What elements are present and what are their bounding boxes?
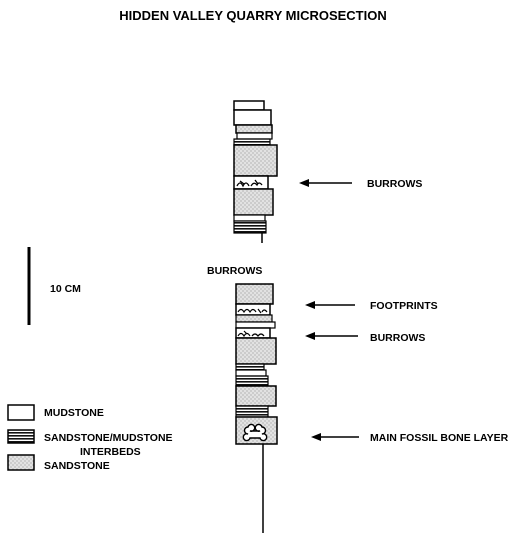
label-burrows-middle: BURROWS xyxy=(207,265,262,277)
legend-label-interbeds-line2: INTERBEDS xyxy=(80,446,141,458)
legend-label-sandstone: SANDSTONE xyxy=(44,460,110,472)
page-title: HIDDEN VALLEY QUARRY MICROSECTION xyxy=(119,8,386,23)
legend-swatch-mudstone xyxy=(8,405,34,420)
lower-column xyxy=(236,284,277,533)
legend-label-interbeds-line1: SANDSTONE/MUDSTONE xyxy=(44,432,173,444)
arrow-burrows-lower xyxy=(305,332,358,340)
arrow-main-fossil-bone-layer xyxy=(311,433,359,441)
label-burrows-lower: BURROWS xyxy=(370,332,425,344)
arrow-footprints xyxy=(305,301,355,309)
label-main-fossil-bone-layer: MAIN FOSSIL BONE LAYER xyxy=(370,432,509,444)
legend-swatch-sandstone xyxy=(8,455,34,470)
legend: MUDSTONE SANDSTONE/MUDSTONE INTERBEDS SA… xyxy=(8,405,173,472)
label-burrows-upper: BURROWS xyxy=(367,178,422,190)
legend-label-mudstone: MUDSTONE xyxy=(44,407,104,419)
scale-label: 10 CM xyxy=(50,283,81,295)
bone-icon xyxy=(243,424,266,440)
label-footprints: FOOTPRINTS xyxy=(370,300,438,312)
upper-column xyxy=(234,101,277,243)
legend-swatch-interbeds xyxy=(8,430,34,443)
arrow-burrows-upper xyxy=(299,179,352,187)
